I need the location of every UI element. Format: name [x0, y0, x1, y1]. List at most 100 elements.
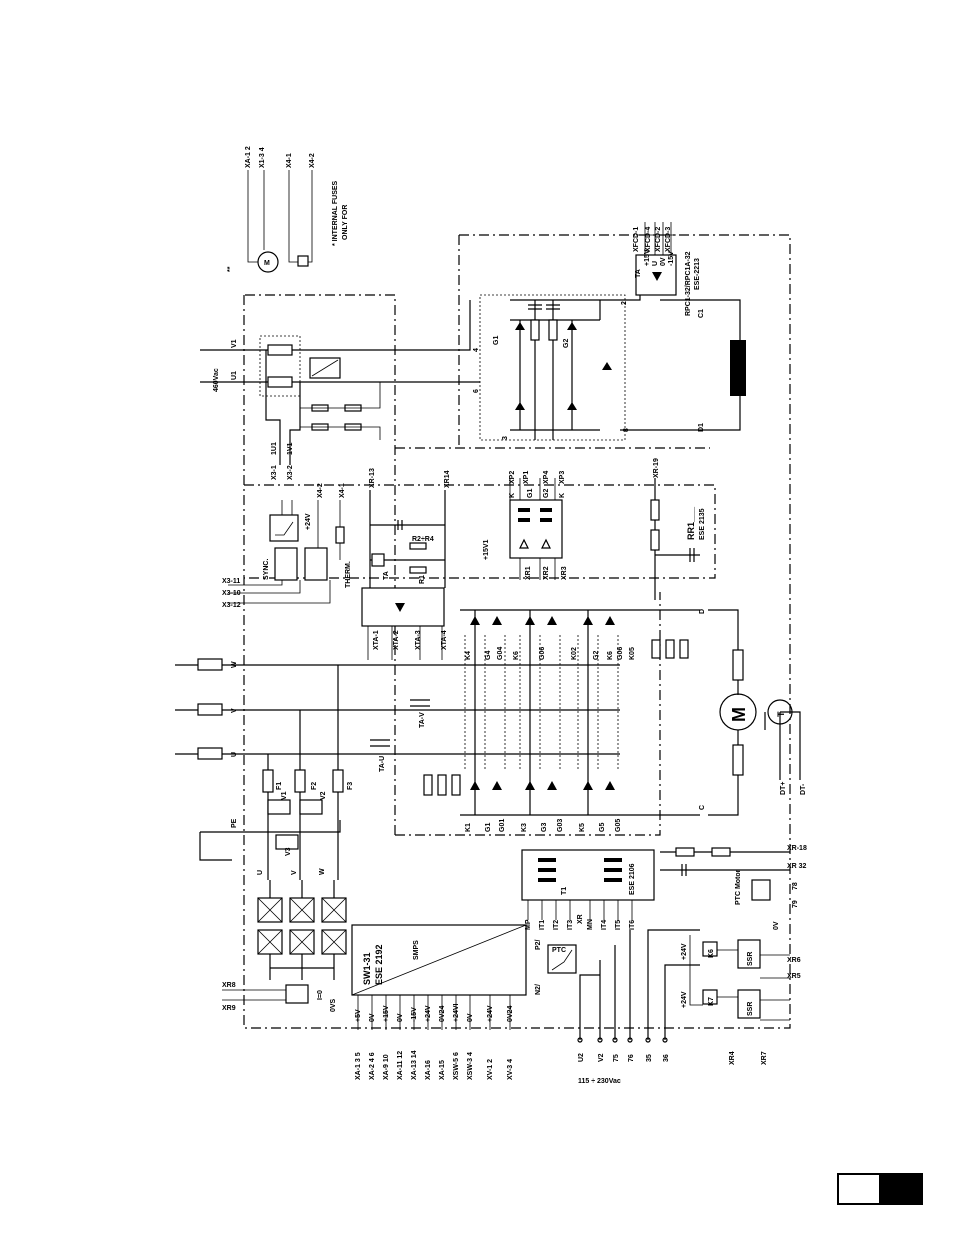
- ptc-resistor-2: [711, 847, 731, 857]
- gate-g4: G4: [485, 651, 492, 660]
- label-v1: V1: [281, 791, 288, 800]
- label-sync: SYNC.: [263, 559, 270, 580]
- label-ieq0: I=0: [317, 990, 324, 1000]
- label-x31: X3-1: [271, 465, 278, 480]
- ctrl-term-u2: U2: [578, 1053, 585, 1062]
- fan-block: M XA-1 2 X1-3 4 X4-1 X4-2 * INTERNAL FUS…: [227, 146, 349, 273]
- field-pulse-box: [509, 499, 563, 559]
- armature-current-sense: R2÷R4 R1 TA XR-13 XR14 XTA-1 XTA-2 XTA-3…: [361, 468, 451, 660]
- terminal-x310: X3-10: [222, 590, 241, 597]
- motor: M T DT+ DT-: [708, 609, 807, 816]
- fan-terminal-xa12: XA-1 2: [245, 146, 252, 168]
- label-phase-v: V: [231, 708, 238, 713]
- smps-term-2: XA-2 4 6: [369, 1052, 376, 1080]
- fan-terminal-x41: X4-1: [286, 153, 293, 168]
- field-board-code: ESE-2213: [694, 258, 701, 290]
- ptc-motor-block: [751, 879, 771, 901]
- varistor-v2: [299, 799, 323, 815]
- gate-k1: K1: [465, 823, 472, 832]
- label-ptc-motor: PTC Motor: [735, 869, 742, 905]
- label-dt-minus: DT-: [800, 783, 807, 795]
- relay-k6: [702, 941, 718, 957]
- pulse-term-mn: MN: [587, 919, 594, 930]
- resistor-r2-r4: [409, 542, 427, 550]
- out-xfcd1: XFCD-1: [633, 227, 640, 252]
- therm-resistor: [335, 526, 345, 544]
- fuse-f1: [262, 769, 274, 793]
- terminal-x312: X3-12: [222, 602, 241, 609]
- snubber-4: [651, 639, 661, 659]
- gate-k05: K05: [629, 647, 636, 660]
- label-0vs: 0VS: [330, 998, 337, 1012]
- ptc-block: [547, 944, 577, 974]
- terminal-x41: X4-1: [339, 483, 346, 498]
- diode-field-2: [515, 402, 525, 410]
- label-460vac: 460Vac: [213, 368, 220, 392]
- field-board-name: RPC1-32/RPC1A-32: [685, 251, 692, 316]
- smps-term-9: XSW-3 4: [467, 1052, 474, 1080]
- gate-g1: G1: [527, 489, 534, 498]
- sync-optocoupler: [274, 547, 298, 581]
- interpole-2: [732, 744, 744, 776]
- control-voltage: 115 ÷ 230Vac: [578, 1078, 621, 1085]
- label-v2: V2: [320, 791, 327, 800]
- label-1u1: 1U1: [271, 442, 278, 455]
- gate-g05: G05: [615, 819, 622, 832]
- smps-out-1: +5V: [355, 1009, 362, 1022]
- gate-k6b: K6: [607, 651, 614, 660]
- rail-m15v: -15V: [668, 251, 675, 266]
- tacho-icon: [767, 699, 793, 725]
- rr-board-name: RR1___: [686, 506, 696, 540]
- thyristor-upper-3: [525, 616, 535, 625]
- snubber-r2: [548, 319, 558, 341]
- label-pe: PE: [231, 818, 238, 828]
- label-6: 6: [473, 389, 480, 393]
- interpole-1: [732, 649, 744, 681]
- ssr-lower: [737, 989, 761, 1019]
- label-phase-u: U: [231, 752, 238, 757]
- phase-letter-w: W: [319, 868, 326, 875]
- out-xfcd2: XFCD-2: [655, 227, 662, 252]
- diode-field-3: [567, 402, 577, 410]
- smps-out-10: +24V: [487, 1005, 494, 1022]
- smps-term-11: XV-3 4: [507, 1059, 514, 1080]
- snubber-3: [451, 774, 461, 796]
- terminal-79: 79: [792, 900, 799, 908]
- smps-out-4: 0V: [397, 1013, 404, 1022]
- terminal-xr7: XR7: [761, 1051, 768, 1065]
- internal-fuses-note-1: * INTERNAL FUSES: [332, 180, 339, 246]
- snubber-5: [665, 639, 675, 659]
- diode-field-1: [515, 322, 525, 330]
- label-dt-plus: DT+: [780, 782, 787, 795]
- control-relays: K6 K7 SSR SSR +24V +24V XR6 XR5 XR4 XR7 …: [579, 845, 807, 1065]
- pulse-term-mp: MP: [525, 919, 532, 930]
- t1-board-code: ESE 2106: [629, 863, 636, 895]
- smps-out-5: -15V: [411, 1007, 418, 1022]
- gate-k5: K5: [579, 823, 586, 832]
- terminal-xr9: XR9: [222, 1005, 236, 1012]
- smps-side-p2: P2/: [535, 939, 542, 950]
- field-section-boundary: [395, 235, 710, 449]
- field-pulse-board: XP2 XP1 XP4 XP3 K G1 G2 K XR1 XR2 XR3 +1…: [483, 471, 568, 580]
- ta-rectifier-box: [361, 587, 445, 627]
- snubber-1: [423, 774, 433, 796]
- ctrl-term-75: 75: [613, 1054, 620, 1062]
- armature-bridge: K4 G4 G04 K6 G06 K02 G2 K6 G06 K05 K1 G1…: [423, 609, 706, 832]
- label-15v1: +15V1: [483, 539, 490, 560]
- label-c: C: [699, 805, 706, 810]
- smps-input-rectifiers: I=0 0VS XR8 XR9: [222, 880, 347, 1012]
- gate-g2: G2: [543, 489, 550, 498]
- label-therm: THERM.: [345, 561, 352, 588]
- gate-k3: K3: [521, 823, 528, 832]
- smps-out-9: 0V: [467, 1013, 474, 1022]
- gate-k2: K: [559, 493, 566, 498]
- snubber-6: [679, 639, 689, 659]
- terminal-xr1: XR1: [525, 566, 532, 580]
- label-ta: TA: [383, 571, 390, 580]
- label-phase-w: W: [231, 661, 238, 668]
- terminal-xp1: XP1: [523, 471, 530, 484]
- control-section-boundary: [244, 484, 716, 579]
- pulse-term-it3: IT3: [567, 920, 574, 930]
- thyristor-upper-1: [470, 616, 480, 625]
